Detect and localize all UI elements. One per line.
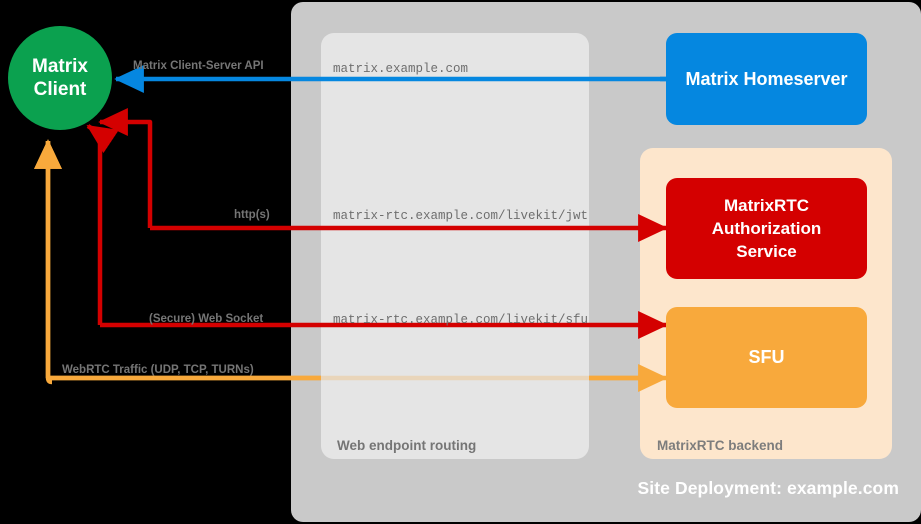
node-matrix-client[interactable]: Matrix Client	[8, 26, 112, 130]
flow-label-webrtc-traffic: WebRTC Traffic (UDP, TCP, TURNs)	[62, 364, 254, 376]
flow-label-https: http(s)	[234, 209, 270, 221]
node-matrix-homeserver-label: Matrix Homeserver	[685, 68, 848, 89]
endpoint-label-matrix-example-com: matrix.example.com	[333, 62, 469, 76]
matrixrtc-backend-label: MatrixRTC backend	[657, 438, 784, 453]
flow-label-secure-web-socket: (Secure) Web Socket	[149, 313, 264, 325]
endpoint-label-livekit-jwt: matrix-rtc.example.com/livekit/jwt	[333, 209, 589, 223]
web-endpoint-routing-container	[321, 33, 589, 459]
node-sfu-label: SFU	[748, 347, 785, 367]
node-auth-line3: Service	[736, 242, 797, 261]
node-auth-line1: MatrixRTC	[723, 196, 809, 215]
endpoint-label-livekit-sfu: matrix-rtc.example.com/livekit/sfu	[333, 313, 589, 327]
node-auth-line2: Authorization	[711, 219, 822, 238]
node-matrix-client-line1: Matrix	[32, 56, 88, 77]
flow-label-matrix-client-server-api: Matrix Client-Server API	[133, 60, 264, 72]
web-endpoint-routing-label: Web endpoint routing	[337, 438, 477, 453]
node-matrix-homeserver[interactable]: Matrix Homeserver	[666, 33, 867, 125]
node-matrix-client-line2: Client	[33, 79, 87, 100]
node-sfu[interactable]: SFU	[666, 307, 867, 408]
node-matrixrtc-authorization-service[interactable]: MatrixRTC Authorization Service	[666, 178, 867, 279]
site-deployment-label: Site Deployment: example.com	[637, 478, 899, 498]
